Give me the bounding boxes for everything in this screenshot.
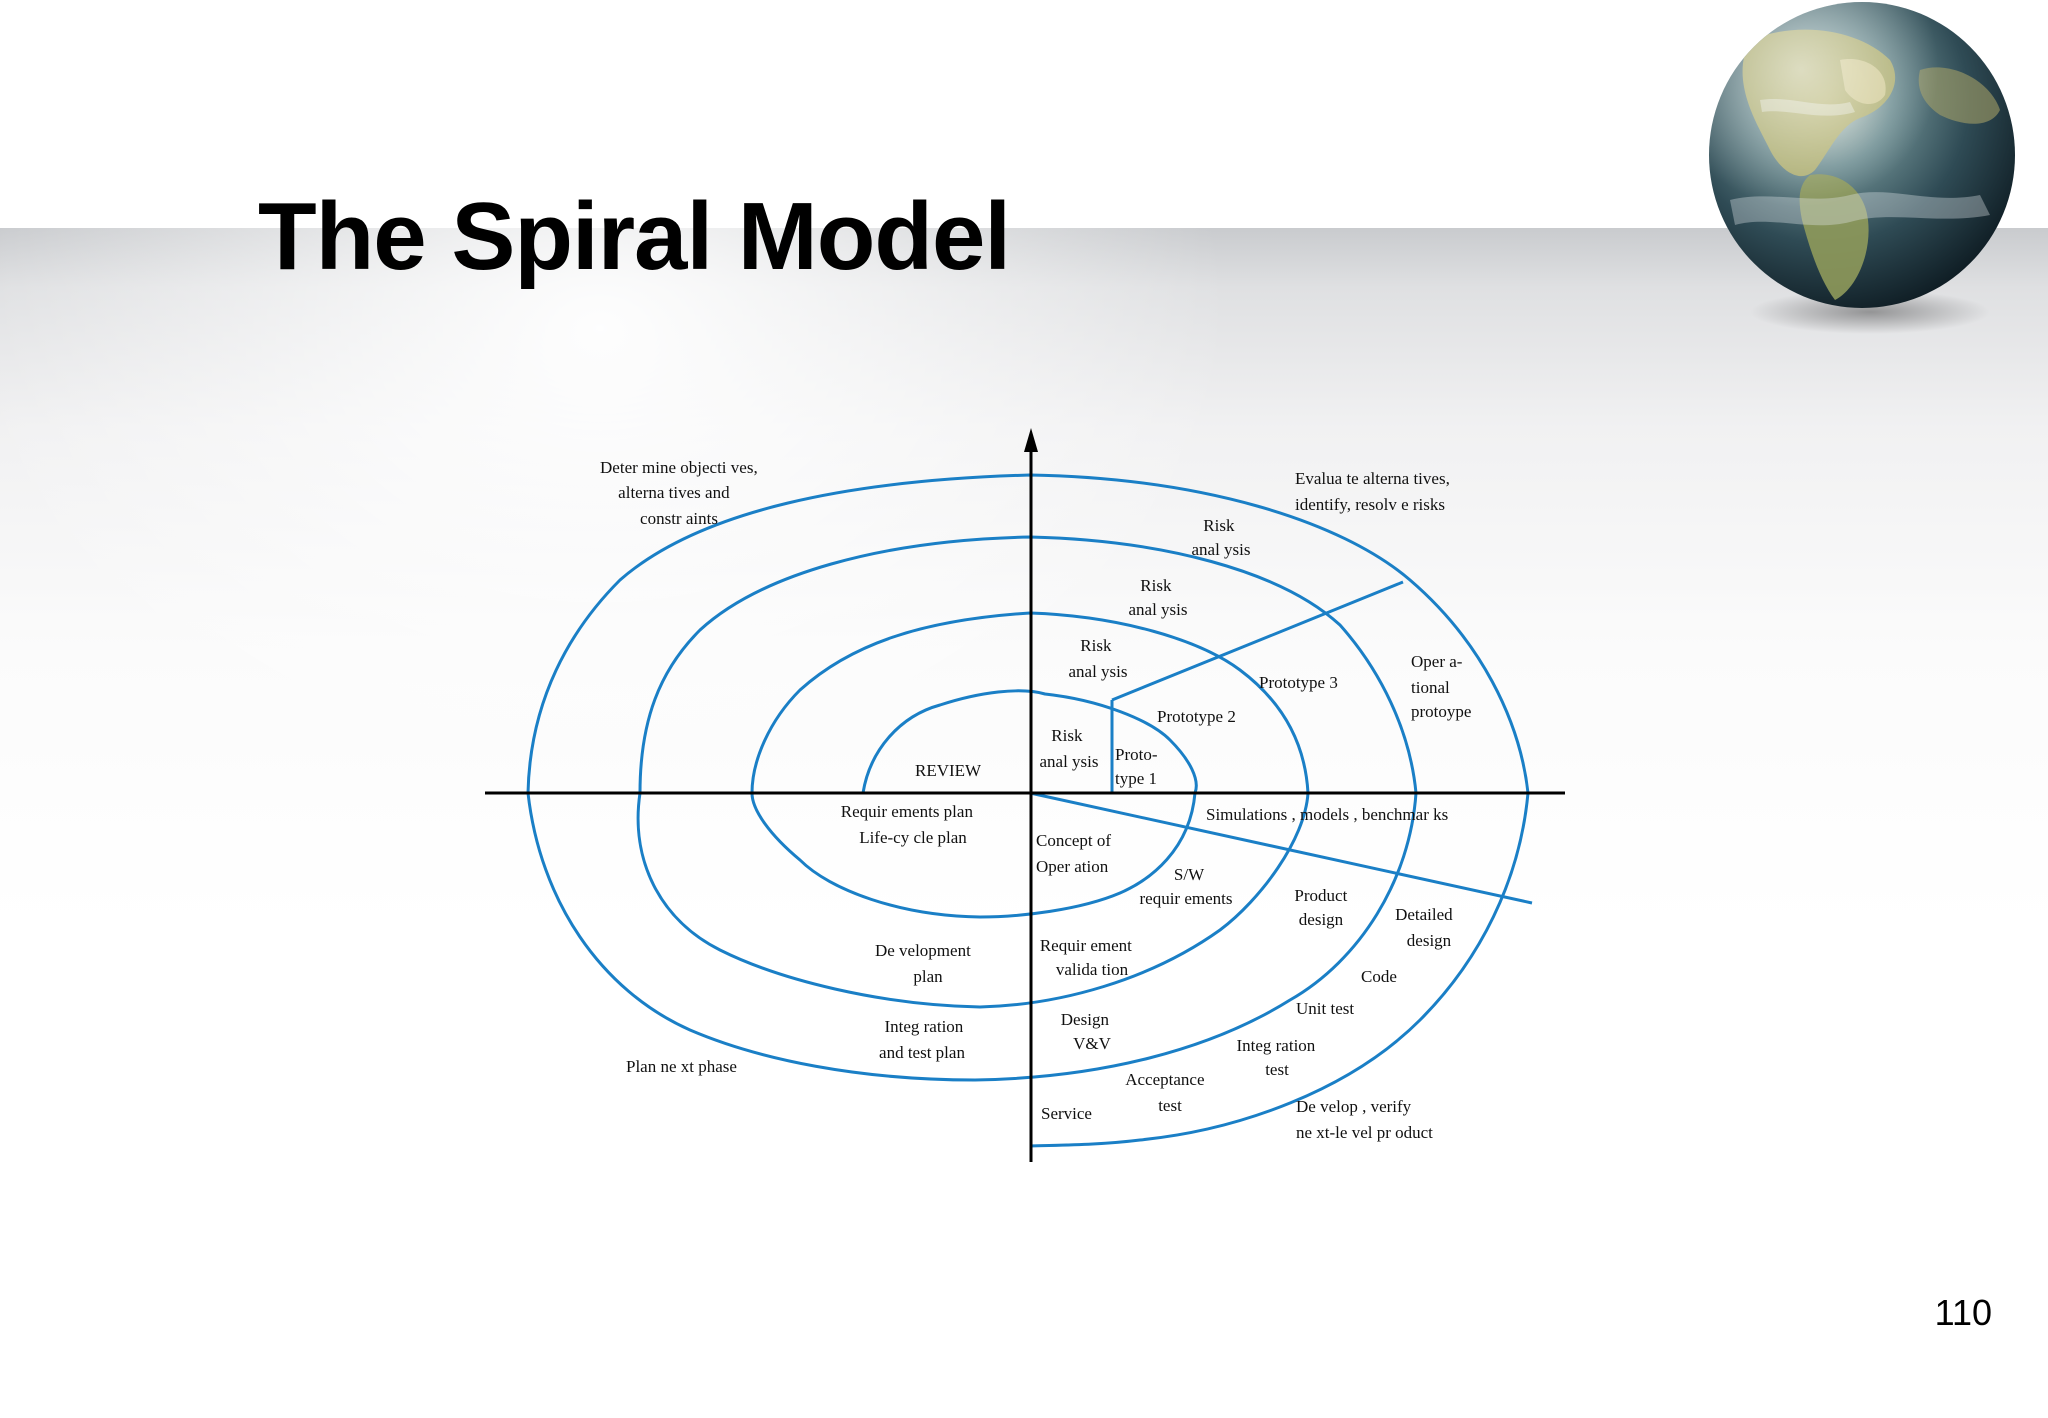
detailed-design-line1: Detailed	[1395, 905, 1453, 924]
service-label: Service	[1041, 1104, 1092, 1123]
detailed-design-line2: design	[1407, 931, 1452, 950]
svg-text:Proto- type 1: Proto- type 1	[1115, 745, 1162, 788]
svg-text:S/W requir ements: S/W requir ements	[1140, 865, 1233, 908]
product-design-line1: Product	[1294, 886, 1347, 905]
risk-analysis-4-line2: anal ysis	[1191, 540, 1250, 559]
svg-text:Concept of Oper ation: Concept of Oper ation	[1036, 831, 1115, 876]
background-fade	[0, 228, 2048, 1418]
quadrant-label-bottom-right-1: De velop , verify	[1296, 1097, 1412, 1116]
integration-test-line2: test	[1265, 1060, 1289, 1079]
code-label: Code	[1361, 967, 1397, 986]
quadrant-label-bottom-left: Plan ne xt phase	[626, 1057, 737, 1076]
risk-analysis-3-line1: Risk	[1140, 576, 1172, 595]
concept-of-operation-line2: Oper ation	[1036, 857, 1109, 876]
prototype-1-line2: type 1	[1115, 769, 1157, 788]
risk-analysis-1-line2: anal ysis	[1039, 752, 1098, 771]
risk-analysis-4-line1: Risk	[1203, 516, 1235, 535]
quadrant-label-top-left-2: alterna tives and	[618, 483, 730, 502]
risk-analysis-1-line1: Risk	[1051, 726, 1083, 745]
operational-prototype-line2: tional	[1411, 678, 1450, 697]
globe-image	[1690, 0, 2048, 400]
simulations-label: Simulations , models , benchmar ks	[1206, 805, 1448, 824]
development-plan-line1: De velopment	[875, 941, 971, 960]
svg-text:Risk anal ysis: Risk anal ysis	[1039, 726, 1098, 771]
risk-analysis-3-line2: anal ysis	[1128, 600, 1187, 619]
svg-text:Risk anal ysis: Risk anal ysis	[1191, 516, 1250, 559]
acceptance-test-line1: Acceptance	[1125, 1070, 1204, 1089]
unit-test-label: Unit test	[1296, 999, 1354, 1018]
concept-of-operation-line1: Concept of	[1036, 831, 1111, 850]
svg-text:Detailed design: Detailed design	[1395, 905, 1457, 950]
integration-plan-line2: and test plan	[879, 1043, 965, 1062]
requirement-validation-line2: valida tion	[1056, 960, 1129, 979]
svg-text:Evalua te alterna tives,: Evalua te alterna tives, identify, resol…	[1295, 469, 1454, 514]
product-design-line2: design	[1299, 910, 1344, 929]
svg-text:Requir ement valida tion: Requir ement valida tion	[1040, 936, 1136, 979]
svg-text:Requir ements plan Life-cy: Requir ements plan Life-cy cle plan	[841, 802, 977, 847]
development-line-diagonal	[1029, 791, 1533, 905]
integration-plan-line1: Integ ration	[884, 1017, 963, 1036]
prototype-line-diagonal	[1111, 580, 1404, 702]
svg-text:De velop , verify ne xt-le: De velop , verify ne xt-le vel pr oduct	[1296, 1097, 1433, 1142]
operational-prototype-line3: protoype	[1411, 702, 1471, 721]
axis-arrowhead	[1024, 428, 1038, 452]
development-plan-line2: plan	[913, 967, 943, 986]
svg-text:Acceptance test: Acceptance test	[1125, 1070, 1209, 1115]
sw-requirements-line1: S/W	[1174, 865, 1205, 884]
svg-text:Design V&V: Design V&V	[1061, 1010, 1113, 1053]
svg-text:Risk anal ysis: Risk anal ysis	[1068, 636, 1127, 681]
svg-text:Integ ration and test plan: Integ ration and test plan	[879, 1017, 968, 1062]
acceptance-test-line2: test	[1158, 1096, 1182, 1115]
prototype-3-label: Prototype 3	[1259, 673, 1338, 692]
risk-analysis-2-line1: Risk	[1080, 636, 1112, 655]
svg-text:Risk anal ysis: Risk anal ysis	[1128, 576, 1187, 619]
lifecycle-plan-label: Life-cy cle plan	[859, 828, 967, 847]
risk-analysis-2-line2: anal ysis	[1068, 662, 1127, 681]
prototype-2-label: Prototype 2	[1157, 707, 1236, 726]
prototype-1-line1: Proto-	[1115, 745, 1158, 764]
page-number: 110	[1934, 1292, 1992, 1333]
operational-prototype-line1: Oper a-	[1411, 652, 1463, 671]
quadrant-label-top-left-1: Deter mine objecti ves,	[600, 458, 758, 477]
spiral-curve	[526, 473, 1530, 1148]
svg-text:Product design: Product design	[1294, 886, 1351, 929]
svg-text:De velopment plan: De velopment plan	[875, 941, 975, 986]
design-vv-line1: Design	[1061, 1010, 1110, 1029]
integration-test-line1: Integ ration	[1236, 1036, 1315, 1055]
requirement-validation-line1: Requir ement	[1040, 936, 1132, 955]
svg-text:Integ ration test: Integ ration test	[1236, 1036, 1319, 1079]
quadrant-label-top-right-2: identify, resolv e risks	[1295, 495, 1445, 514]
design-vv-line2: V&V	[1073, 1034, 1112, 1053]
svg-text:Deter mine objecti ves,: Deter mine objecti ves, alterna tives an…	[600, 458, 762, 528]
review-label: REVIEW	[915, 761, 982, 780]
quadrant-label-top-right-1: Evalua te alterna tives,	[1295, 469, 1450, 488]
requirements-plan-label: Requir ements plan	[841, 802, 974, 821]
quadrant-label-top-left-3: constr aints	[640, 509, 718, 528]
quadrant-label-bottom-right-2: ne xt-le vel pr oduct	[1296, 1123, 1433, 1142]
svg-text:Oper a- tional protoyp: Oper a- tional protoype	[1411, 652, 1471, 721]
slide-title: The Spiral Model	[258, 183, 1011, 290]
sw-requirements-line2: requir ements	[1140, 889, 1233, 908]
